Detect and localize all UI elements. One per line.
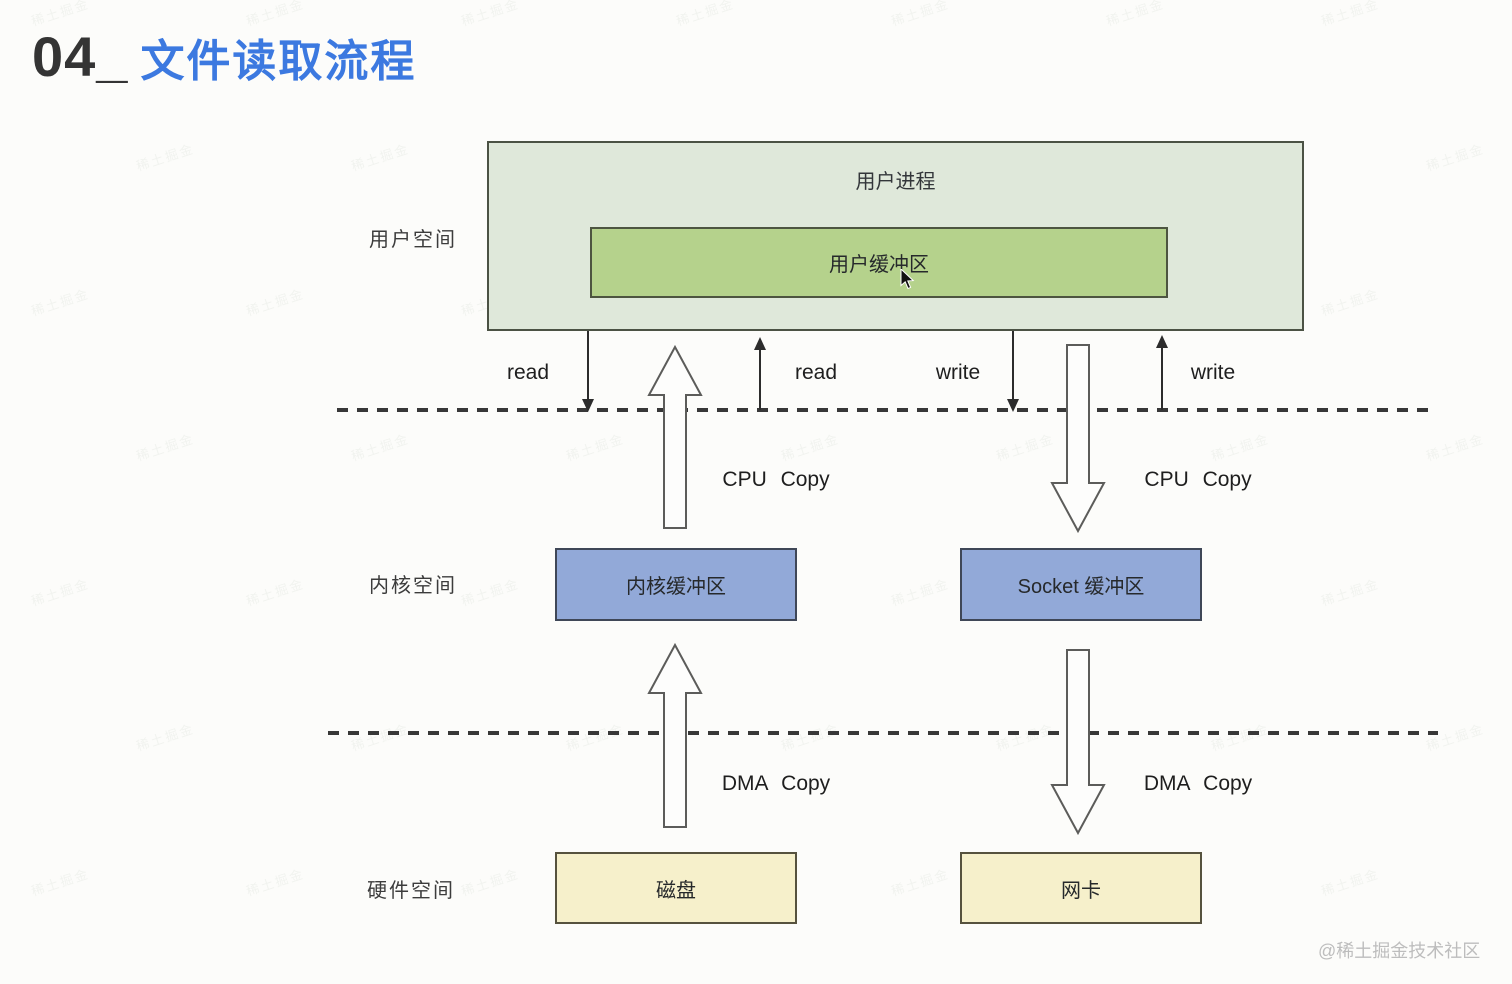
dma-copy-up-arrow: [647, 642, 703, 828]
cpu-copy-down-arrow: [1050, 344, 1106, 534]
kernel-space-label: 内核空间: [369, 575, 457, 597]
read-label-left: read: [506, 361, 550, 384]
socket-buffer-box-label: Socket 缓冲区: [1017, 576, 1145, 598]
hardware-space-label: 硬件空间: [367, 880, 455, 902]
read-up-arrow: [754, 337, 766, 410]
cpu-copy-up-arrow: [647, 344, 703, 529]
user-process-box-label: 用户进程: [855, 171, 936, 193]
nic-box: 网卡: [960, 852, 1202, 924]
title-text: 文件读取流程: [140, 37, 417, 86]
disk-box-label: 磁盘: [656, 879, 696, 902]
write-label-left: write: [935, 361, 981, 384]
user-buffer-box-label: 用户缓冲区: [829, 254, 929, 276]
read-down-arrow: [582, 329, 594, 412]
write-down-arrow: [1007, 329, 1019, 412]
nic-box-label: 网卡: [1061, 879, 1101, 902]
cpu-copy-label-left: CPU Copy: [722, 468, 830, 491]
community-credit-watermark: @稀土掘金技术社区: [1318, 941, 1481, 961]
disk-box: 磁盘: [555, 852, 797, 924]
mouse-cursor-icon: [900, 267, 915, 295]
dma-copy-label-left: DMA Copy: [721, 772, 831, 795]
cpu-copy-label-right: CPU Copy: [1144, 468, 1252, 491]
user-kernel-boundary-line: [337, 408, 1437, 412]
title-number: 04_: [32, 25, 129, 88]
user-space-label: 用户空间: [369, 229, 457, 251]
read-label-right: read: [794, 361, 838, 384]
socket-buffer-box: Socket 缓冲区: [960, 548, 1202, 621]
user-buffer-box: 用户缓冲区: [590, 227, 1168, 298]
page-title: 04_ 文件读取流程: [32, 24, 416, 89]
kernel-hardware-boundary-line: [328, 731, 1438, 735]
dma-copy-down-arrow: [1050, 649, 1106, 836]
dma-copy-label-right: DMA Copy: [1143, 772, 1253, 795]
kernel-buffer-box: 内核缓冲区: [555, 548, 797, 621]
kernel-buffer-box-label: 内核缓冲区: [626, 576, 726, 598]
write-up-arrow: [1156, 335, 1168, 410]
write-label-right: write: [1190, 361, 1236, 384]
